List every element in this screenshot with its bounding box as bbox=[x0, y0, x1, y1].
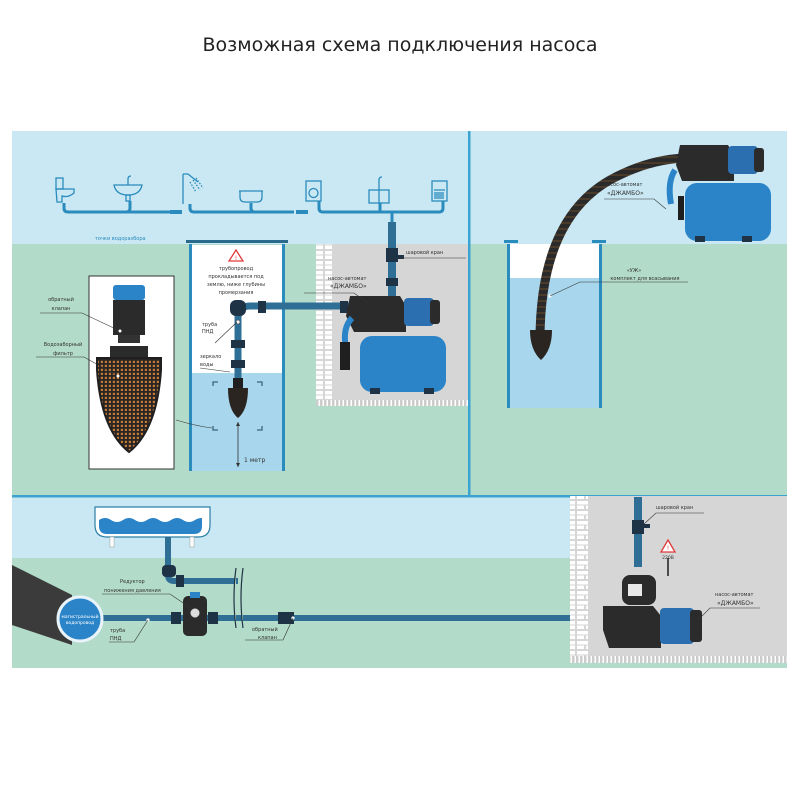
page-title: Возможная схема подключения насоса bbox=[202, 34, 598, 56]
svg-text:!: ! bbox=[667, 545, 669, 552]
voltage-warning-icon: ! bbox=[659, 538, 677, 553]
check-valve-cap bbox=[113, 285, 145, 300]
pump-body bbox=[346, 296, 406, 332]
dishwasher-icon bbox=[431, 180, 448, 202]
pipe-label-2: ПНД bbox=[110, 636, 122, 642]
intake-filter-icon bbox=[96, 357, 162, 454]
pipe-fittings bbox=[230, 300, 348, 368]
main-water-line-icon bbox=[56, 595, 104, 643]
shower-icon bbox=[182, 173, 204, 204]
kit-label-1: «УЖ» bbox=[627, 268, 642, 274]
fixtures-row bbox=[55, 173, 448, 204]
filter-label-1: Водозаборный bbox=[44, 341, 83, 348]
supply-pipes bbox=[62, 201, 445, 222]
warning-text-4: промерзания bbox=[219, 290, 254, 296]
pump-station bbox=[340, 222, 446, 394]
reducer-label-1: Редуктор bbox=[120, 579, 145, 585]
pump-label-1: насос-автомат bbox=[604, 182, 643, 188]
main-line-label-1: магистральный bbox=[61, 613, 98, 620]
svg-text:!: ! bbox=[235, 255, 237, 262]
filter-label-2: фильтр bbox=[53, 351, 73, 357]
pipe-label-2: ПНД bbox=[202, 329, 214, 335]
pump-label-2: «ДЖАМБО» bbox=[607, 190, 644, 197]
floor bbox=[570, 656, 787, 663]
suction-hose bbox=[535, 153, 691, 341]
check-valve-label-2: клапан bbox=[258, 635, 277, 641]
check-valve-label-1: обратный bbox=[48, 296, 74, 303]
panel-divider bbox=[12, 495, 787, 498]
pipe-label-1: труба bbox=[110, 628, 125, 634]
depth-label: 1 метр bbox=[244, 457, 265, 464]
pump-label-2: «ДЖАМБО» bbox=[330, 283, 367, 290]
floor bbox=[316, 400, 468, 406]
pressure-reducer bbox=[183, 592, 207, 636]
warning-icon: ! bbox=[227, 248, 245, 262]
water-points-label: точки водоразбора bbox=[95, 236, 146, 242]
ball-valve-label: шаровой кран bbox=[406, 249, 443, 256]
ball-valve-label: шаровой кран bbox=[656, 504, 693, 511]
check-valve-label-1: обратный bbox=[252, 626, 278, 633]
warning-text-2: прокладывается под bbox=[208, 274, 264, 280]
panel-bottom: Редуктор понижения давления труба ПНД об… bbox=[12, 495, 787, 668]
pump-body bbox=[603, 606, 661, 648]
brick-wall bbox=[316, 244, 332, 404]
sink-icon bbox=[113, 175, 143, 202]
pressure-tank bbox=[685, 183, 771, 241]
pump-motor bbox=[404, 298, 434, 326]
check-valve-body bbox=[113, 300, 145, 335]
well bbox=[504, 240, 606, 408]
pipe-break bbox=[296, 210, 308, 214]
pump-label-1: насос-автомат bbox=[328, 276, 367, 282]
water-level-label-2: воды bbox=[200, 362, 213, 368]
pump-label-2: «ДЖАМБО» bbox=[717, 600, 754, 607]
focus-brackets bbox=[212, 381, 263, 431]
bathtub-icon bbox=[239, 190, 263, 203]
pump-station bbox=[603, 497, 702, 648]
pipe-label-1: труба bbox=[202, 322, 217, 328]
pump-label-1: насос-автомат bbox=[715, 592, 754, 598]
check-valve-label-2: клапан bbox=[52, 306, 71, 312]
filter-detail-box bbox=[88, 275, 175, 470]
pipe-marker bbox=[235, 319, 241, 325]
warning-text-3: землю, ниже глубины bbox=[207, 282, 265, 288]
pipe-break bbox=[233, 567, 244, 629]
bathtub-icon bbox=[94, 506, 211, 548]
pump-motor bbox=[660, 608, 694, 644]
main-line-label-2: водопровод bbox=[66, 621, 94, 626]
pump-motor bbox=[728, 146, 758, 174]
main-pipe-tunnel bbox=[12, 565, 72, 645]
panel-top-left: точки водоразбора ! трубопровод проклады… bbox=[12, 131, 468, 496]
warning-text-1: трубопровод bbox=[219, 266, 254, 272]
kit-label-2: комплект для всасывания bbox=[610, 276, 679, 282]
reducer-label-2: понижения давления bbox=[104, 588, 161, 594]
pipe-break bbox=[170, 210, 182, 214]
washing-machine-icon bbox=[305, 180, 322, 202]
panel-top-right: «УЖ» комплект для всасывания насос-автом… bbox=[468, 131, 787, 496]
brick-wall bbox=[570, 496, 588, 661]
pump-station bbox=[666, 145, 771, 242]
toilet-icon bbox=[55, 177, 75, 203]
pump-body bbox=[676, 145, 734, 181]
strainer-icon bbox=[530, 330, 552, 360]
voltage-label: 220В bbox=[662, 555, 674, 561]
panel-divider bbox=[468, 131, 471, 496]
strainer-icon bbox=[228, 388, 248, 418]
pressure-tank bbox=[360, 336, 446, 392]
water-level-label-1: зеркало bbox=[200, 354, 221, 360]
